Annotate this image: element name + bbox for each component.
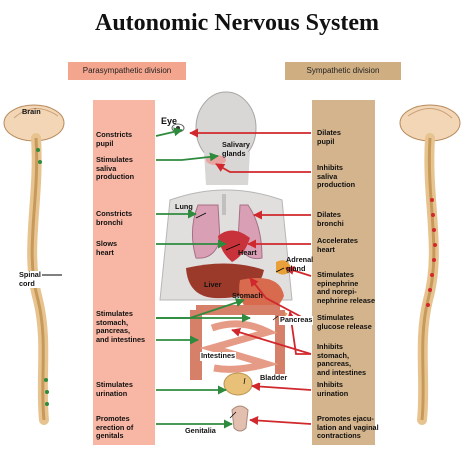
left-spine [3, 104, 65, 425]
spine-label-brain: Brain [22, 107, 41, 116]
symp-effect-genitals: Promotes ejacu- lation and vaginal contr… [317, 414, 379, 441]
organ-label-stomach: Stomach [232, 291, 263, 300]
para-effect-heart: Slows heart [96, 239, 118, 257]
organ-label-intestines: Intestines [200, 351, 237, 361]
organ-label-liver: Liver [204, 280, 222, 289]
symp-effect-heart: Accelerates heart [317, 236, 358, 254]
bladder [223, 372, 253, 396]
spine-label-spinal-cord: Spinal cord [18, 270, 42, 289]
parasympathetic-header: Parasympathetic division [68, 62, 186, 80]
organ-label-pancreas: Pancreas [279, 315, 314, 325]
symp-effect-urination: Inhibits urination [317, 380, 349, 398]
parasympathetic-arrows [155, 127, 251, 429]
para-effect-urination: Stimulates urination [96, 380, 133, 398]
diagram-title: Autonomic Nervous System [95, 10, 379, 36]
symp-effect-glucose: Stimulates glucose release [317, 313, 372, 331]
para-effect-genitals: Promotes erection of genitals [96, 414, 134, 441]
symp-effect-adrenal: Stimulates epinephrine and norepi- nephr… [317, 270, 375, 305]
right-spine [399, 104, 461, 425]
symp-effect-digestion: Inhibits stomach, pancreas, and intestin… [317, 342, 367, 377]
para-effect-pupil: Constricts pupil [96, 130, 133, 148]
genitalia [231, 405, 249, 432]
organ-label-salivary: Salivary glands [222, 140, 250, 158]
organ-label-heart: Heart [238, 248, 257, 257]
sympathetic-header: Sympathetic division [285, 62, 401, 80]
para-effect-digestion: Stimulates stomach, pancreas, and intest… [96, 309, 146, 344]
organ-label-lung: Lung [175, 202, 193, 211]
symp-effect-pupil: Dilates pupil [317, 128, 341, 146]
organ-label-eye: Eye [161, 116, 178, 126]
intestines [190, 305, 285, 380]
organ-label-bladder: Bladder [259, 373, 289, 383]
sympathetic-arrows [189, 128, 312, 426]
symp-effect-bronchi: Dilates bronchi [317, 210, 344, 228]
parasympathetic-panel [93, 100, 155, 445]
para-effect-bronchi: Constricts bronchi [96, 209, 133, 227]
para-effect-saliva: Stimulates saliva production [96, 155, 135, 182]
organ-label-adrenal: Adrenal gland [286, 255, 314, 273]
symp-effect-saliva: Inhibits saliva production [317, 163, 356, 190]
organ-label-genitalia: Genitalia [184, 426, 217, 436]
sympathetic-panel [312, 100, 375, 445]
